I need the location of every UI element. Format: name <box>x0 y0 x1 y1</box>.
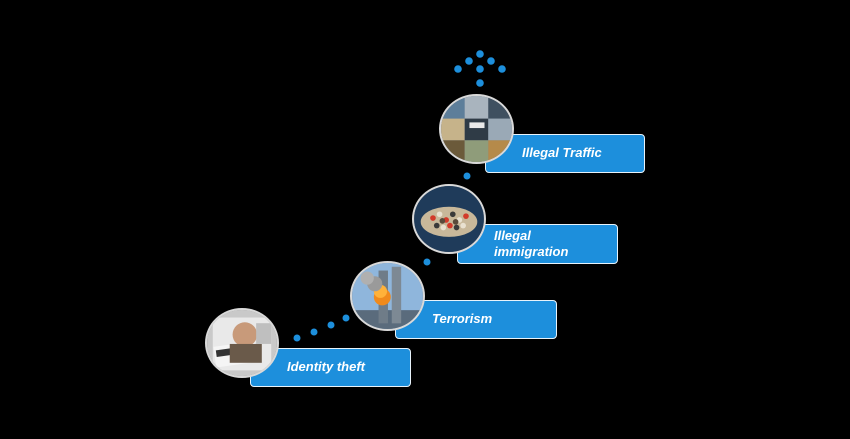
step-label: Identity theft <box>287 359 365 375</box>
illegal-immigration-photo <box>412 184 486 254</box>
step-label: Terrorism <box>432 311 493 327</box>
connector-dot <box>342 314 350 322</box>
step-label: Illegal immigration <box>494 227 569 259</box>
illegal-traffic-photo <box>439 94 514 164</box>
connector-dot <box>310 328 318 336</box>
terrorism-photo <box>350 261 425 331</box>
connector-dot <box>423 258 431 266</box>
connector-dot <box>463 172 471 180</box>
arrow-up-dots-icon <box>454 50 506 87</box>
identity-theft-photo <box>205 308 279 378</box>
connector-dot <box>293 334 301 342</box>
connector-dot <box>327 321 335 329</box>
step-label: Illegal Traffic <box>522 145 602 161</box>
